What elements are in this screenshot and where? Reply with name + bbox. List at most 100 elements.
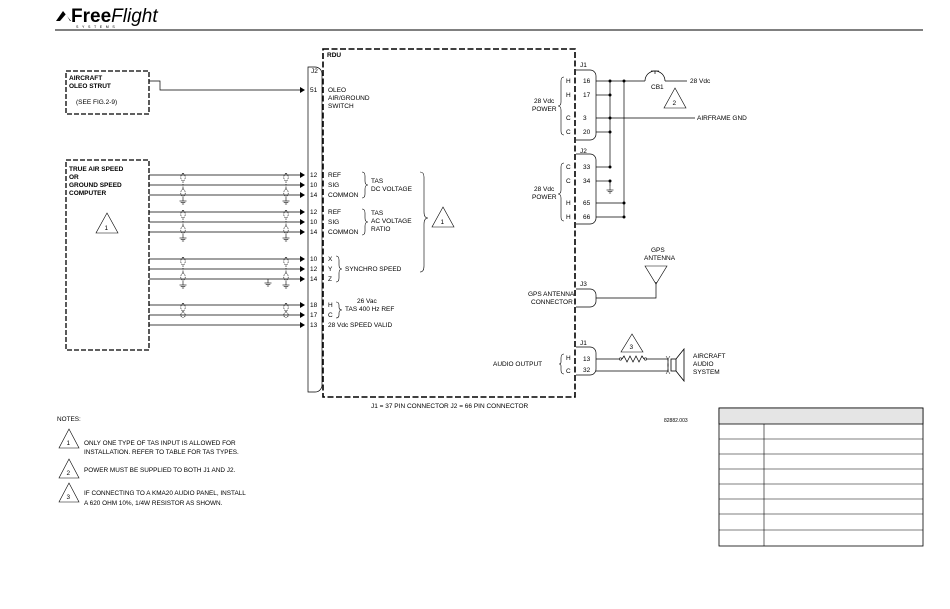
power-j1-label-line2: POWER <box>532 106 557 113</box>
tas-pin-numbers: 12 10 14 12 10 14 10 12 14 18 17 13 <box>310 172 318 329</box>
airframe-gnd-label: AIRFRAME GND <box>697 115 747 122</box>
audio-brace <box>558 353 565 375</box>
note-1-line2: INSTALLATION. REFER TO TABLE FOR TAS TYP… <box>84 449 239 456</box>
svg-text:10: 10 <box>310 182 318 189</box>
computer-note-ref: 1 <box>105 225 109 232</box>
left-connector-strip <box>307 66 323 393</box>
svg-text:C: C <box>328 312 333 319</box>
power-j1-brace <box>557 76 565 136</box>
logo-brand-bold: Free <box>71 6 111 27</box>
svg-text:66: 66 <box>583 214 591 221</box>
ac-group-line3: RATIO <box>371 226 390 233</box>
ac-group-line1: TAS <box>371 210 384 217</box>
svg-text:FreeFlight: FreeFlight <box>71 6 158 27</box>
oleo-arrow <box>300 87 305 93</box>
svg-text:2: 2 <box>673 100 677 107</box>
svg-text:3: 3 <box>630 344 634 351</box>
tas-pin-labels: REF SIG COMMON REF SIG COMMON X Y Z H C … <box>328 172 392 329</box>
wire-arrows <box>300 172 305 328</box>
svg-text:33: 33 <box>583 164 591 171</box>
power-junction-dots <box>608 79 626 219</box>
audio-system-line2: AUDIO <box>693 361 714 368</box>
oleo-wire <box>149 80 304 91</box>
note-2-number: 2 <box>67 470 71 477</box>
computer-line4: COMPUTER <box>69 190 107 197</box>
oleo-label-line1: OLEO <box>328 87 346 94</box>
computer-line2: OR <box>69 174 79 181</box>
svg-text:34: 34 <box>583 178 591 185</box>
svg-text:COMMON: COMMON <box>328 192 359 199</box>
notes-section: NOTES: 1 ONLY ONE TYPE OF TAS INPUT IS A… <box>57 416 246 507</box>
svg-text:Y: Y <box>328 266 333 273</box>
gps-antenna-line1: GPS <box>651 247 665 254</box>
note-1-number: 1 <box>67 440 71 447</box>
tas-note-triangle: 1 <box>431 206 455 228</box>
rdu-box <box>322 48 576 398</box>
ac-group-line2: AC VOLTAGE <box>371 218 412 225</box>
gps-cable <box>596 282 657 299</box>
dc-group-line2: DC VOLTAGE <box>371 186 413 193</box>
svg-text:17: 17 <box>310 312 318 319</box>
resistor-terminal-right <box>643 357 647 361</box>
svg-text:12: 12 <box>310 209 318 216</box>
audio-system-line1: AIRCRAFT <box>693 353 726 360</box>
svg-text:14: 14 <box>310 192 318 199</box>
rdu-title: RDU <box>327 52 341 59</box>
computer-note-triangle: 1 <box>95 212 119 234</box>
svg-text:17: 17 <box>583 92 591 99</box>
svg-text:18: 18 <box>310 302 318 309</box>
svg-text:16: 16 <box>583 78 591 85</box>
power-j2-label-line1: 28 Vdc <box>534 186 555 193</box>
svg-text:SIG: SIG <box>328 219 339 226</box>
svg-text:H: H <box>566 92 571 99</box>
note-3-triangle <box>58 482 80 503</box>
svg-text:10: 10 <box>310 219 318 226</box>
speaker-icon <box>670 347 685 383</box>
oleo-box-line1: AIRCRAFT <box>69 75 102 82</box>
svg-text:H: H <box>566 214 571 221</box>
oleo-box-line2: OLEO STRUT <box>69 83 111 90</box>
svg-text:C: C <box>566 368 571 375</box>
svg-text:14: 14 <box>310 229 318 236</box>
note-3-line1: IF CONNECTING TO A KMA20 AUDIO PANEL, IN… <box>84 490 246 497</box>
resistor-note-triangle: 3 <box>620 333 644 353</box>
shield-ground-symbols <box>179 196 290 289</box>
synchro-group-label: SYNCHRO SPEED <box>345 266 402 273</box>
audio-shield-twists <box>665 355 671 375</box>
power-ground-symbol <box>606 185 614 194</box>
resistor-terminal-left <box>618 357 622 361</box>
svg-text:C: C <box>566 115 571 122</box>
power-j2-label-line2: POWER <box>532 194 557 201</box>
svg-text:28 Vdc SPEED VALID: 28 Vdc SPEED VALID <box>328 322 392 329</box>
oleo-label-line2: AIR/GROUND <box>328 95 370 102</box>
svg-text:1: 1 <box>441 219 445 226</box>
left-connector-label: J2 <box>311 68 318 75</box>
notes-title: NOTES: <box>57 416 81 423</box>
audio-connector: J1 <box>580 340 587 347</box>
svg-text:X: X <box>328 256 333 263</box>
gps-antenna-line2: ANTENNA <box>644 255 676 262</box>
svg-text:C: C <box>566 164 571 171</box>
gps-connector: J3 <box>580 281 587 288</box>
svg-text:13: 13 <box>310 322 318 329</box>
reference-id: 82882.003 <box>664 418 688 424</box>
svg-text:H: H <box>566 355 571 362</box>
note-1-line1: ONLY ONE TYPE OF TAS INPUT IS ALLOWED FO… <box>84 440 236 447</box>
audio-output-label: AUDIO OUTPUT <box>493 361 542 368</box>
svg-text:H: H <box>328 302 333 309</box>
oleo-see-fig: (SEE FIG.2-9) <box>76 99 117 106</box>
svg-text:C: C <box>566 178 571 185</box>
svg-text:14: 14 <box>310 276 318 283</box>
gps-label-line1: GPS ANTENNA <box>528 291 575 298</box>
logo-brand-italic: Flight <box>111 6 158 27</box>
svg-text:SIG: SIG <box>328 182 339 189</box>
svg-text:H: H <box>566 78 571 85</box>
svg-text:REF: REF <box>328 172 341 179</box>
tas-wires <box>149 174 304 326</box>
svg-text:COMMON: COMMON <box>328 229 359 236</box>
svg-text:12: 12 <box>310 172 318 179</box>
